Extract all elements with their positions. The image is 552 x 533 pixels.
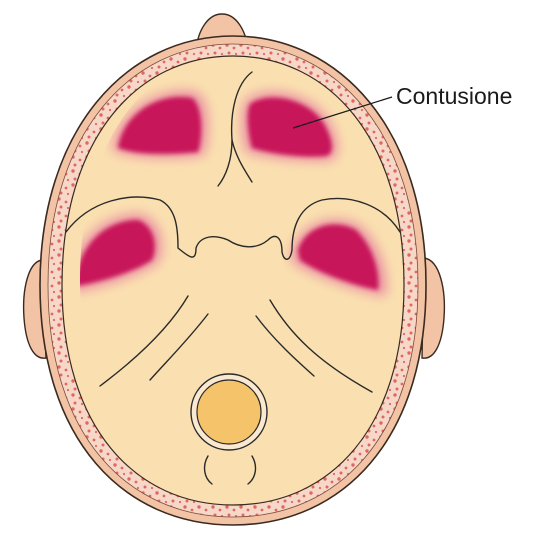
spinal-cord-cross-section	[191, 374, 267, 450]
contusion-label: Contusione	[396, 83, 512, 109]
